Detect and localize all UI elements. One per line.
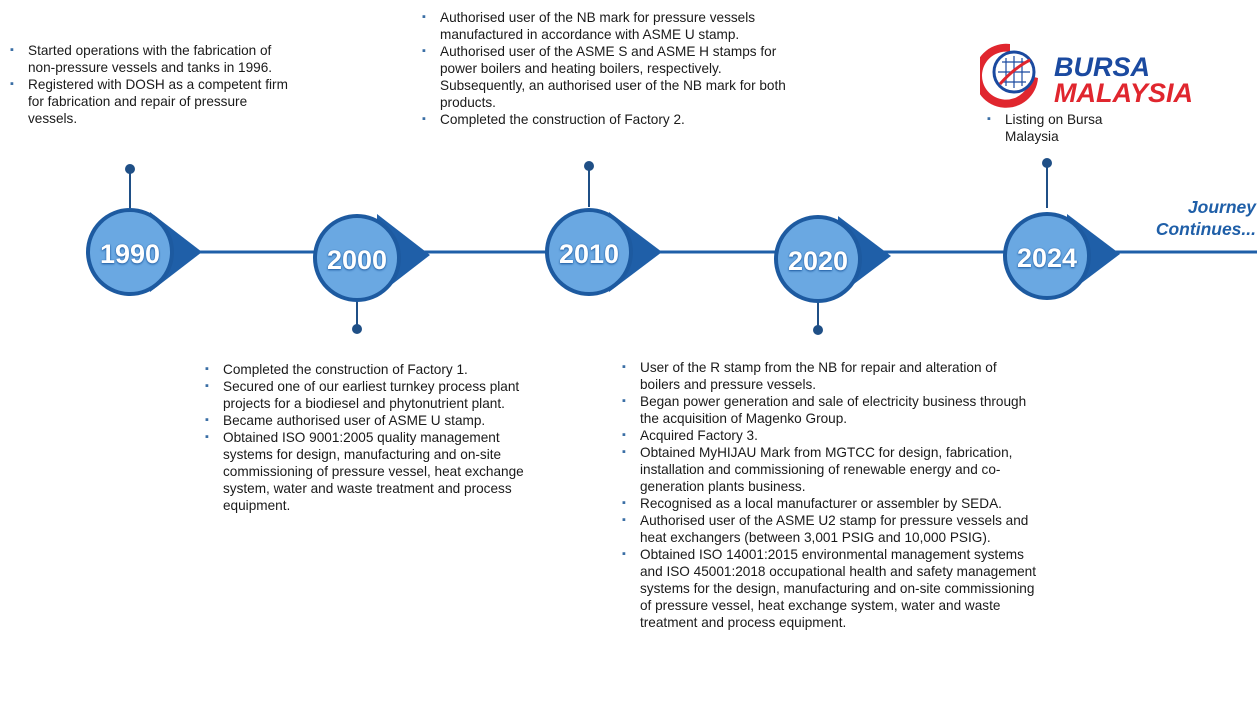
milestone-2000-list: Completed the construction of Factory 1.…	[203, 361, 551, 514]
list-item: Started operations with the fabrication …	[8, 42, 293, 76]
year-label-2010: 2010	[558, 239, 620, 269]
list-item: Obtained MyHIJAU Mark from MGTCC for des…	[620, 444, 1040, 495]
milestone-2010-list: Authorised user of the NB mark for press…	[420, 9, 805, 128]
milestone-marker-1990	[86, 208, 202, 296]
list-item: Authorised user of the ASME U2 stamp for…	[620, 512, 1040, 546]
year-label-2020: 2020	[787, 246, 849, 276]
list-item: User of the R stamp from the NB for repa…	[620, 359, 1040, 393]
list-item: Obtained ISO 14001:2015 environmental ma…	[620, 546, 1040, 631]
year-label-1990: 1990	[99, 239, 161, 269]
logo-text-malaysia: MALAYSIA	[1054, 78, 1193, 108]
connector-2024	[1042, 158, 1052, 208]
connector-2000	[352, 300, 362, 334]
connector-1990	[125, 164, 135, 208]
year-label-2000: 2000	[326, 245, 388, 275]
logo-text-bursa: BURSA	[1054, 52, 1150, 82]
journey-continues-line2: Continues...	[1155, 219, 1256, 239]
milestone-2024-list: Listing on Bursa Malaysia	[985, 111, 1115, 145]
milestone-marker-2000	[313, 214, 430, 302]
connector-2010	[584, 161, 594, 207]
list-item: Authorised user of the ASME S and ASME H…	[420, 43, 805, 111]
connector-2020	[813, 302, 823, 335]
milestone-1990-list: Started operations with the fabrication …	[8, 42, 293, 127]
year-label-2024: 2024	[1016, 243, 1078, 273]
list-item: Became authorised user of ASME U stamp.	[203, 412, 551, 429]
list-item: Authorised user of the NB mark for press…	[420, 9, 805, 43]
list-item: Began power generation and sale of elect…	[620, 393, 1040, 427]
journey-continues-label: Journey Continues...	[1128, 196, 1256, 240]
bursa-malaysia-logo: BURSA MALAYSIA	[980, 43, 1193, 108]
milestone-marker-2020	[774, 215, 891, 303]
globe-icon	[980, 43, 1038, 108]
list-item: Secured one of our earliest turnkey proc…	[203, 378, 551, 412]
list-item: Completed the construction of Factory 1.	[203, 361, 551, 378]
list-item: Recognised as a local manufacturer or as…	[620, 495, 1040, 512]
milestone-marker-2024	[1003, 212, 1120, 300]
list-item: Registered with DOSH as a competent firm…	[8, 76, 293, 127]
list-item: Obtained ISO 9001:2005 quality managemen…	[203, 429, 551, 514]
milestone-2020-list: User of the R stamp from the NB for repa…	[620, 359, 1040, 631]
list-item: Completed the construction of Factory 2.	[420, 111, 805, 128]
milestone-marker-2010	[545, 208, 662, 296]
list-item: Acquired Factory 3.	[620, 427, 1040, 444]
list-item: Listing on Bursa Malaysia	[985, 111, 1115, 145]
journey-continues-line1: Journey	[1187, 197, 1256, 217]
